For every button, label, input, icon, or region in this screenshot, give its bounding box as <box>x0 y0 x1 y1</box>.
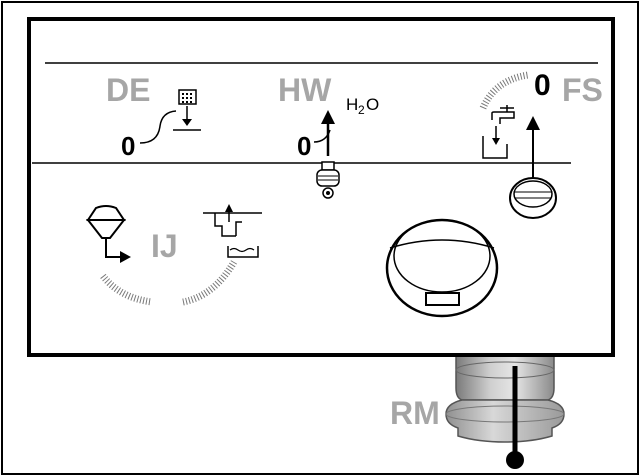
ij-left-tick-arc <box>100 273 153 306</box>
hw-arrow-up-icon <box>321 110 335 156</box>
hot-water-nozzle[interactable] <box>316 161 340 199</box>
hw-connector <box>313 129 331 143</box>
rm-label: RM <box>390 395 440 431</box>
fs-value: 0 <box>534 69 551 102</box>
dosing-icon <box>173 89 201 131</box>
knob-slot <box>425 292 460 306</box>
de-value: 0 <box>121 131 135 161</box>
svg-text:2: 2 <box>358 103 365 117</box>
rm-knob[interactable] <box>506 451 524 469</box>
svg-text:O: O <box>366 95 379 114</box>
water-tap-icon <box>482 105 515 159</box>
rm-roller <box>445 351 565 469</box>
fs-label: FS <box>562 72 603 108</box>
svg-text:H: H <box>346 95 358 114</box>
de-label: DE <box>106 72 150 108</box>
hw-value: 0 <box>297 131 311 161</box>
ij-label: IJ <box>151 228 178 264</box>
fs-button[interactable] <box>509 177 557 219</box>
de-connector <box>139 110 177 144</box>
h2o-label: H 2 O <box>346 95 379 117</box>
main-rotary-knob[interactable] <box>385 218 499 318</box>
hopper-icon <box>85 205 131 263</box>
fs-arrow-up-icon <box>526 116 540 178</box>
overflow-tank-icon <box>203 204 262 258</box>
hw-label: HW <box>278 72 332 108</box>
